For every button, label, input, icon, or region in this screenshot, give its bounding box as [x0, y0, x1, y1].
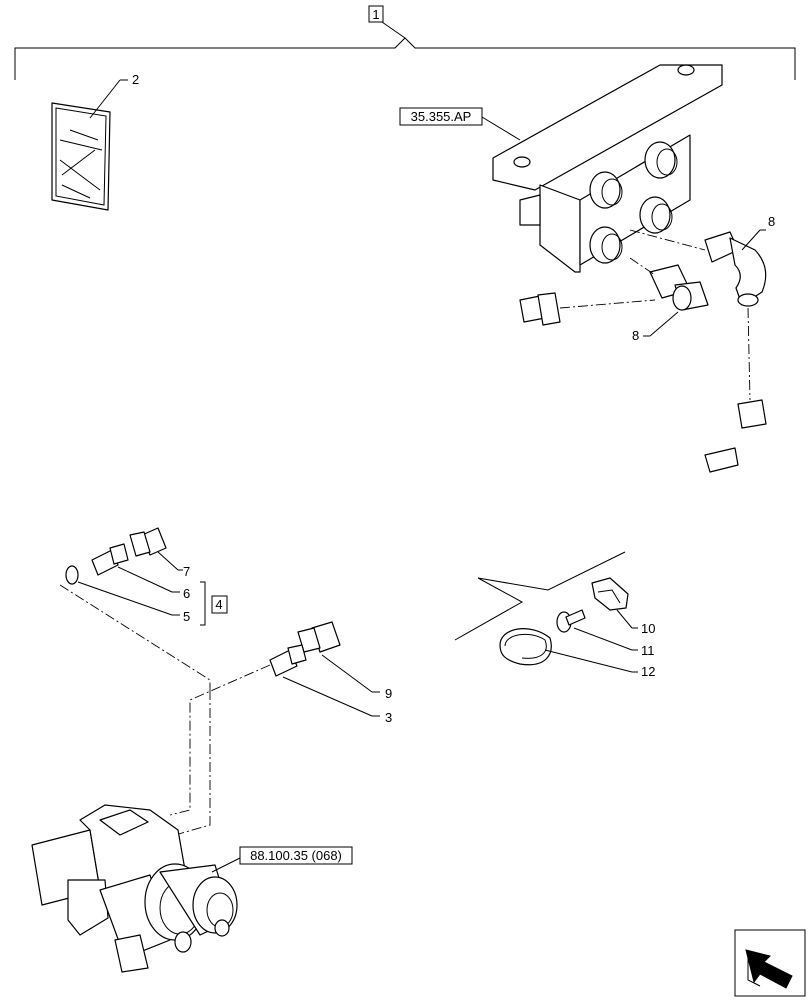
o-ring-5 — [65, 565, 79, 585]
callout-3-label: 3 — [385, 710, 392, 725]
straight-fitting-center — [649, 264, 709, 311]
upper-hose — [129, 292, 561, 557]
callout-1-label: 1 — [372, 7, 379, 22]
callout-6-label: 6 — [183, 586, 190, 601]
callout-7-label: 7 — [183, 564, 190, 579]
ref-35355-label: 35.355.AP — [411, 109, 472, 124]
clip-pointer — [454, 551, 626, 641]
connection-lines — [59, 229, 751, 836]
callout-2-label: 2 — [132, 72, 139, 87]
callout-8a-label: 8 — [768, 214, 775, 229]
callout-8b-label: 8 — [632, 328, 639, 343]
callout-10-label: 10 — [641, 621, 655, 636]
hose-clip-10 — [591, 577, 629, 611]
next-page-arrow-icon[interactable] — [734, 929, 806, 997]
tie-strap-12 — [499, 628, 552, 666]
callout-1-box — [368, 5, 384, 23]
lower-hose — [297, 399, 767, 653]
ref-88100-box — [239, 846, 353, 865]
remote-valve-assembly — [31, 804, 238, 973]
elbow-fitting-right — [704, 231, 767, 307]
callout-11-label: 11 — [641, 643, 655, 658]
callout-5-label: 5 — [183, 609, 190, 624]
callout-12-label: 12 — [641, 664, 655, 679]
manual-booklet — [51, 102, 111, 211]
callout-4-box — [211, 595, 228, 614]
screw-11 — [556, 609, 586, 633]
assembly-bracket — [14, 21, 796, 80]
callout-4-label: 4 — [215, 597, 222, 612]
ref-35355-box — [399, 107, 483, 126]
fitting-6 — [91, 543, 129, 576]
valve-block — [492, 64, 723, 273]
ref-88100-label: 88.100.35 (068) — [250, 848, 342, 863]
callout-9-label: 9 — [385, 686, 392, 701]
fitting-3 — [269, 644, 307, 677]
